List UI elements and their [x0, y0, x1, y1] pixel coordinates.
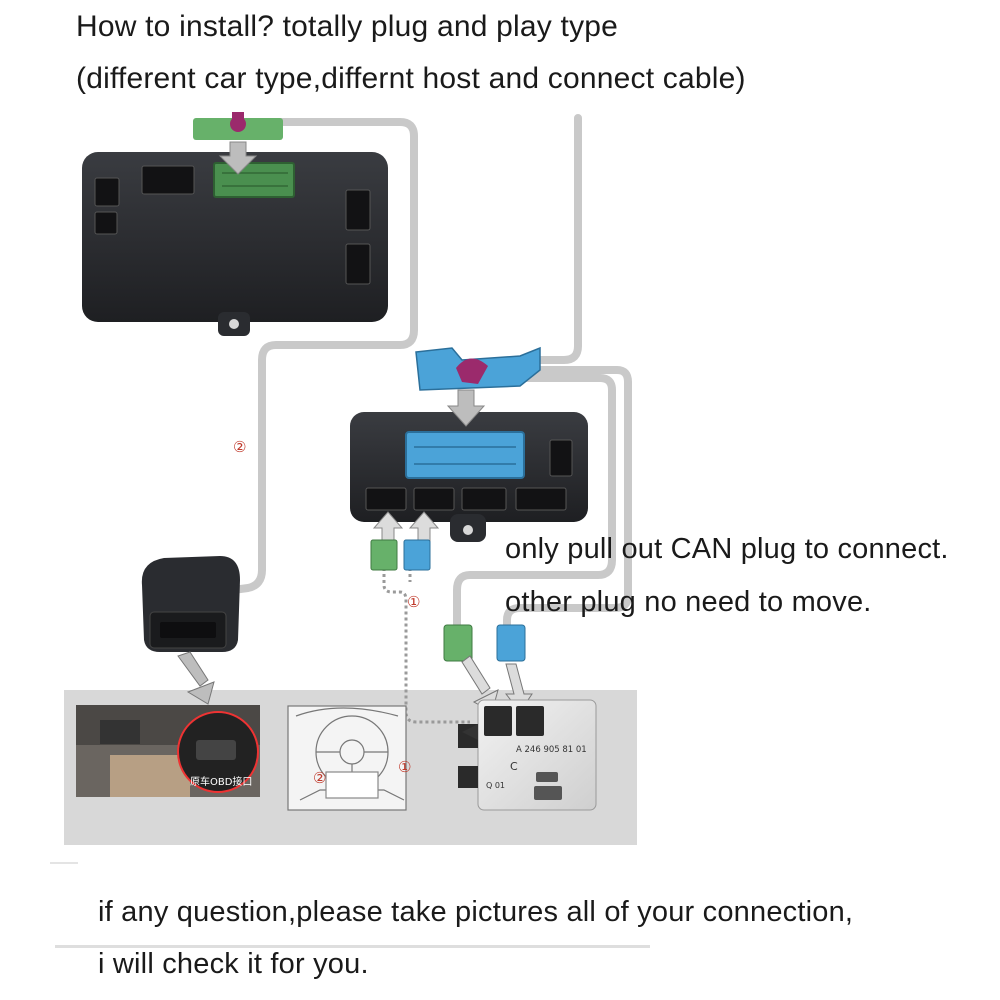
green-socket [213, 162, 295, 198]
gateway-part-number: A 246 905 81 01 [516, 745, 587, 755]
can-plug-blue-small [403, 539, 431, 571]
footer-line-2: i will check it for you. [98, 948, 369, 980]
cables [214, 114, 632, 630]
host-module-middle [350, 412, 588, 542]
header-line-1: How to install? totally plug and play ty… [76, 10, 619, 43]
green-connector-plug [193, 112, 283, 140]
can-plug-green-small [370, 539, 398, 571]
obd-connector [141, 556, 240, 652]
gateway-module: A 246 905 81 01 C Q 01 [458, 699, 597, 811]
photo-marker-one: ① [398, 758, 412, 776]
cable-right-loop-2 [503, 366, 632, 630]
cable-right-loop [453, 374, 616, 630]
arrow-can-into-host-2 [408, 511, 440, 543]
can-note-line-1: only pull out CAN plug to connect. [505, 533, 949, 565]
photo-obd-location: 原车OBD接口 [76, 705, 260, 797]
can-note-line-2: other plug no need to move. [505, 586, 872, 618]
photo-obd-caption: 原车OBD接口 [190, 775, 252, 788]
cable-green-harness [214, 118, 418, 596]
photo-steering-wheel [287, 705, 407, 811]
host-module-top [82, 152, 388, 336]
arrow-obd-down [177, 651, 209, 687]
gateway-letter-q: Q 01 [486, 781, 505, 790]
cable-blue-harness [526, 114, 582, 364]
blue-connector-plug [415, 346, 541, 391]
can-plug-blue-large [496, 624, 526, 662]
blue-socket [405, 431, 525, 479]
header-line-2: (different car type,differnt host and co… [76, 62, 746, 95]
footer-line-1: if any question,please take pictures all… [98, 896, 854, 928]
gateway-letter-c: C [510, 760, 518, 773]
photo-marker-two: ② [313, 769, 327, 787]
arrow-to-gateway-1 [461, 655, 491, 695]
arrow-plug-host-middle [446, 389, 486, 427]
can-plug-green-large [443, 624, 473, 662]
cable-marker-two: ② [233, 438, 247, 456]
arrow-plug-host-top [218, 141, 258, 175]
cable-marker-one: ① [407, 593, 421, 611]
arrow-can-to-gateway [462, 724, 478, 740]
